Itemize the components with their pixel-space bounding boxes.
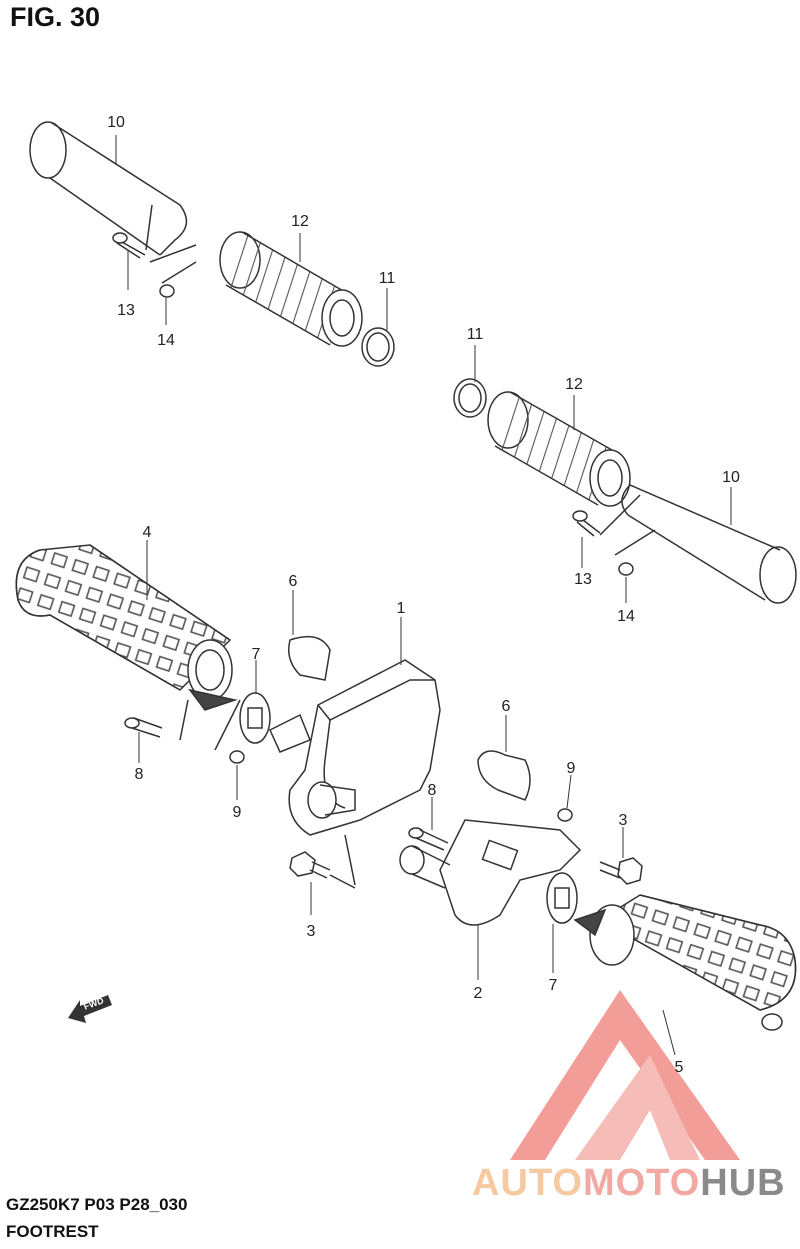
part-11-right <box>453 378 487 418</box>
part-5 <box>573 894 797 1031</box>
part-9-left <box>229 750 245 764</box>
watermark-logo-icon <box>510 990 740 1160</box>
part-13-right <box>572 510 601 537</box>
part-3-left <box>289 851 356 889</box>
part-8-left <box>124 699 241 751</box>
part-6-left <box>288 635 331 681</box>
callout-6-left: 6 <box>289 573 298 590</box>
parts-drawing <box>15 121 797 1056</box>
callout-5: 5 <box>675 1059 684 1076</box>
part-10-top <box>29 121 188 256</box>
section-name: FOOTREST <box>6 1222 99 1241</box>
part-10-right <box>599 484 797 604</box>
callout-12-right: 12 <box>565 376 583 393</box>
part-11-top <box>361 327 395 367</box>
forward-arrow-icon: FWD <box>68 995 112 1023</box>
model-code: GZ250K7 P03 P28_030 <box>6 1195 188 1214</box>
part-8-right <box>408 827 449 851</box>
callout-11-top: 11 <box>379 270 396 287</box>
watermark-text: AUTOMOTOHUB <box>472 1162 786 1205</box>
callout-10-top: 10 <box>107 114 125 131</box>
callout-8-right: 8 <box>428 782 437 799</box>
callout-7-right: 7 <box>549 977 558 994</box>
part-3-right <box>599 857 643 885</box>
callout-3-right: 3 <box>619 812 628 829</box>
part-13-top <box>112 232 197 284</box>
callout-8-left: 8 <box>135 766 144 783</box>
callout-6-right: 6 <box>502 698 511 715</box>
part-2 <box>399 819 582 926</box>
watermark-part-auto: AUTO <box>472 1162 583 1204</box>
callout-12-top: 12 <box>291 213 309 230</box>
watermark-part-moto: MOTO <box>582 1162 701 1204</box>
callout-10-right: 10 <box>722 469 740 486</box>
callout-13-right: 13 <box>574 571 592 588</box>
part-9-right <box>557 808 573 822</box>
leader-lines <box>115 135 732 1056</box>
callout-9-right: 9 <box>567 760 576 777</box>
figure-title: FIG. 30 <box>10 2 101 32</box>
part-7-left <box>239 692 271 744</box>
part-7-right <box>546 872 578 924</box>
part-14-top <box>159 284 175 298</box>
callout-2: 2 <box>474 985 483 1002</box>
callout-13-top: 13 <box>117 302 135 319</box>
callout-1: 1 <box>397 600 406 617</box>
watermark-part-hub: HUB <box>700 1162 786 1204</box>
callout-14-right: 14 <box>617 608 635 625</box>
callout-3-left: 3 <box>307 923 316 940</box>
callout-4: 4 <box>143 524 152 541</box>
part-12-top <box>219 231 363 347</box>
part-4 <box>15 544 238 711</box>
part-12-right <box>487 391 631 507</box>
callout-14-top: 14 <box>157 332 175 349</box>
part-6b-left <box>269 713 311 753</box>
callout-7-left: 7 <box>252 646 261 663</box>
part-6-right <box>477 750 531 801</box>
part-1 <box>288 659 441 886</box>
part-14-right <box>618 562 634 576</box>
callout-9-left: 9 <box>233 804 242 821</box>
callout-11-right: 11 <box>467 326 484 343</box>
